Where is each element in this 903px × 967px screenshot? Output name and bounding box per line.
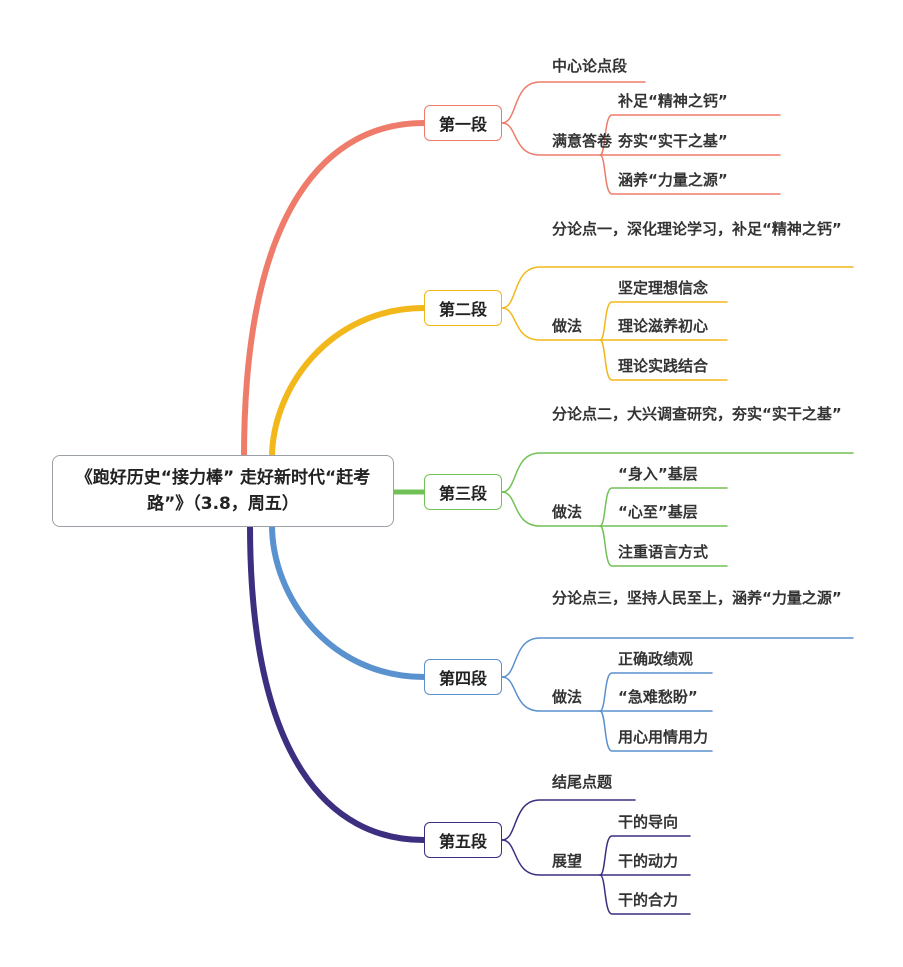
topic-section-3[interactable]: 第三段 bbox=[424, 474, 502, 510]
section-5-sub-label[interactable]: 展望 bbox=[552, 852, 583, 870]
section-3-item-1[interactable]: “身入”基层 bbox=[618, 465, 698, 483]
section-2-item-2[interactable]: 理论滋养初心 bbox=[618, 317, 709, 335]
link-section-2-item-1 bbox=[599, 301, 728, 341]
section-5-item-3[interactable]: 干的合力 bbox=[618, 891, 679, 909]
section-3-item-2[interactable]: “心至”基层 bbox=[618, 503, 698, 521]
link-section-2-sub bbox=[501, 307, 601, 341]
link-section-3-sub bbox=[501, 491, 601, 527]
branch-section-4 bbox=[269, 522, 427, 680]
section-4-sub-label[interactable]: 做法 bbox=[552, 688, 583, 706]
section-1-item-2[interactable]: 夯实“实干之基” bbox=[618, 132, 728, 150]
link-section-4-sub bbox=[501, 676, 601, 712]
link-section-5-sub bbox=[501, 839, 601, 876]
link-section-4-item-1 bbox=[599, 672, 713, 712]
section-1-point[interactable]: 中心论点段 bbox=[552, 57, 628, 75]
link-section-3-item-1 bbox=[599, 487, 728, 527]
link-section-5-item-3 bbox=[599, 874, 691, 915]
section-4-item-2[interactable]: “急难愁盼” bbox=[618, 688, 698, 706]
section-2-point[interactable]: 分论点一，深化理论学习，补足“精神之钙” bbox=[552, 220, 842, 238]
topic-section-1[interactable]: 第一段 bbox=[424, 105, 502, 141]
link-section-1-item-1 bbox=[599, 114, 781, 156]
topic-section-2[interactable]: 第二段 bbox=[424, 290, 502, 326]
link-section-2-point bbox=[501, 266, 854, 309]
topic-section-5[interactable]: 第五段 bbox=[424, 822, 502, 858]
section-1-item-3[interactable]: 涵养“力量之源” bbox=[618, 171, 728, 189]
section-5-point[interactable]: 结尾点题 bbox=[552, 773, 613, 791]
link-section-4-item-3 bbox=[599, 710, 713, 752]
section-1-item-1[interactable]: 补足“精神之钙” bbox=[618, 92, 728, 110]
link-section-3-item-3 bbox=[599, 525, 728, 567]
section-5-item-1[interactable]: 干的导向 bbox=[618, 813, 679, 831]
branch-section-2 bbox=[269, 305, 427, 461]
link-section-1-point bbox=[501, 81, 646, 124]
topic-section-4[interactable]: 第四段 bbox=[424, 659, 502, 695]
section-2-item-3[interactable]: 理论实践结合 bbox=[618, 357, 709, 375]
section-4-point[interactable]: 分论点三，坚持人民至上，涵养“力量之源” bbox=[552, 589, 842, 607]
link-section-1-item-3 bbox=[599, 154, 781, 195]
section-2-item-1[interactable]: 坚定理想信念 bbox=[618, 279, 709, 297]
central-topic[interactable]: 《跑好历史“接力棒” 走好新时代“赶考路”》（3.8，周五） bbox=[52, 455, 394, 527]
section-3-point[interactable]: 分论点二，大兴调查研究，夯实“实干之基” bbox=[552, 405, 842, 423]
link-section-3-point bbox=[501, 452, 854, 493]
branch-section-1 bbox=[241, 120, 427, 461]
link-section-1-sub bbox=[501, 122, 601, 156]
link-section-5-item-1 bbox=[599, 835, 691, 876]
link-section-2-item-3 bbox=[599, 339, 728, 381]
branch-section-5 bbox=[247, 522, 427, 843]
section-2-sub-label[interactable]: 做法 bbox=[552, 317, 583, 335]
section-3-item-3[interactable]: 注重语言方式 bbox=[618, 543, 709, 561]
section-5-item-2[interactable]: 干的动力 bbox=[618, 852, 679, 870]
section-4-item-3[interactable]: 用心用情用力 bbox=[618, 728, 709, 746]
section-3-sub-label[interactable]: 做法 bbox=[552, 503, 583, 521]
link-section-4-point bbox=[501, 637, 854, 678]
section-1-sub-label[interactable]: 满意答卷 bbox=[552, 132, 613, 150]
link-section-5-point bbox=[501, 799, 636, 841]
section-4-item-1[interactable]: 正确政绩观 bbox=[618, 650, 694, 668]
